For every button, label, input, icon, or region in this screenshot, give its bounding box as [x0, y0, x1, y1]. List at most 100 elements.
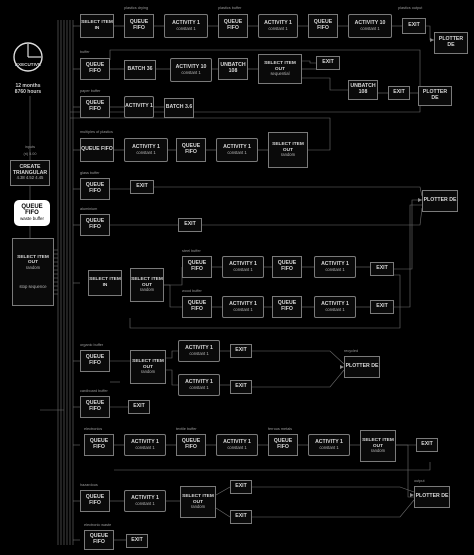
label-top-queue: plastics drying — [124, 6, 149, 10]
wire — [166, 350, 178, 359]
queue-fifo-r11b[interactable]: QUEUE FIFO — [176, 434, 206, 456]
select-out-r9-mode: random — [140, 369, 156, 375]
label-r12: textile buffer — [176, 427, 197, 431]
plotter-r9[interactable]: PLOTTER DE — [344, 356, 380, 378]
batch-r3[interactable]: BATCH 3.6 — [164, 98, 194, 118]
wire — [215, 507, 231, 518]
create-triangular-label: CREATE TRIANGULAR — [12, 164, 48, 176]
executive-duration: 12 months — [15, 83, 41, 89]
exit-r8[interactable]: EXIT — [370, 300, 394, 314]
select-item-in-r7[interactable]: SELECT ITEM IN — [88, 270, 122, 296]
inputs-note: inputs — [24, 145, 36, 149]
queue-fifo-r11c[interactable]: QUEUE FIFO — [268, 434, 298, 456]
exit-r2[interactable]: EXIT — [316, 56, 340, 70]
exit-r10[interactable]: EXIT — [128, 400, 150, 414]
unbatch-r2b[interactable]: UNBATCH 108 — [348, 80, 378, 100]
main-select-title: SELECT ITEM OUT — [17, 254, 49, 266]
queue-fifo-r4a[interactable]: QUEUE FIFO — [80, 138, 114, 162]
activity-r3[interactable]: ACTIVITY 1 — [124, 96, 154, 118]
queue-fifo-r10[interactable]: QUEUE FIFO — [80, 396, 110, 418]
queue-fifo-r2a[interactable]: QUEUE FIFO — [80, 58, 110, 80]
queue-fifo-r1c[interactable]: QUEUE FIFO — [308, 14, 338, 38]
queue-fifo-r8a[interactable]: QUEUE FIFO — [182, 296, 212, 318]
activity-r7a-label: ACTIVITY 1 — [229, 260, 257, 267]
plotter-mid[interactable]: PLOTTER DE — [422, 190, 458, 212]
plotter-r2[interactable]: PLOTTER DE — [418, 86, 452, 106]
batch-r2[interactable]: BATCH 36 — [124, 60, 156, 80]
queue-fifo-r9[interactable]: QUEUE FIFO — [80, 350, 110, 372]
activity-r2-sub: constant 1 — [181, 69, 201, 75]
activity-r11b-label: ACTIVITY 1 — [223, 438, 251, 445]
wire — [164, 267, 183, 286]
select-out-r2-mode: sequential — [270, 71, 290, 77]
create-triangular-block[interactable]: CREATE TRIANGULAR 4.38 4.52 4.45 — [10, 160, 50, 186]
activity-r8a-label: ACTIVITY 1 — [229, 300, 257, 307]
label-recycled: recycled — [344, 349, 359, 353]
queue-fifo-r7a[interactable]: QUEUE FIFO — [182, 256, 212, 278]
plotter-top[interactable]: PLOTTER DE — [434, 32, 468, 54]
label-r11: electronics — [84, 427, 103, 431]
exit-r12a[interactable]: EXIT — [230, 480, 252, 494]
exit-r2b[interactable]: EXIT — [388, 86, 410, 100]
label-r2: buffer — [80, 50, 90, 54]
exit-r1[interactable]: EXIT — [402, 18, 426, 34]
wire — [129, 274, 401, 329]
exit-r13[interactable]: EXIT — [126, 534, 148, 548]
select-item-in-r1[interactable]: SELECT ITEM IN — [80, 14, 114, 38]
exit-r6[interactable]: EXIT — [178, 218, 202, 232]
label-r4: multiples of plastics — [80, 130, 113, 134]
select-out-r11-label: SELECT ITEM OUT — [362, 438, 394, 449]
queue-fifo-r4b[interactable]: QUEUE FIFO — [176, 138, 206, 162]
queue-fifo-r3[interactable]: QUEUE FIFO — [80, 96, 110, 118]
exit-r11[interactable]: EXIT — [416, 438, 438, 452]
exit-r12b[interactable]: EXIT — [230, 510, 252, 524]
triangular-rate-note: (ri) 5.00 — [23, 152, 37, 156]
activity-r1b-sub: constant 1 — [268, 25, 288, 31]
main-select-item-out[interactable]: SELECT ITEM OUT random stop sequence — [12, 238, 54, 306]
queue-fifo-r1b[interactable]: QUEUE FIFO — [218, 14, 248, 38]
exit-r7[interactable]: EXIT — [370, 262, 394, 276]
selected-waste-queue[interactable]: QUEUE FIFO waste buffer — [14, 200, 50, 226]
unbatch-r2[interactable]: UNBATCH 108 — [218, 58, 248, 80]
queue-fifo-r6[interactable]: QUEUE FIFO — [80, 214, 110, 236]
queue-fifo-r7b[interactable]: QUEUE FIFO — [272, 256, 302, 278]
wire-arrow — [340, 365, 344, 369]
queue-fifo-r12[interactable]: QUEUE FIFO — [80, 490, 110, 512]
exit-r5[interactable]: EXIT — [130, 180, 154, 194]
plotter-bottom[interactable]: PLOTTER DE — [414, 486, 450, 508]
exit-r9b[interactable]: EXIT — [230, 380, 252, 394]
label-r9: organic buffer — [80, 343, 104, 347]
queue-fifo-r11a[interactable]: QUEUE FIFO — [84, 434, 114, 456]
wire-arrow — [430, 38, 434, 42]
queue-fifo-r8b[interactable]: QUEUE FIFO — [272, 296, 302, 318]
activity-r4b-label: ACTIVITY 1 — [223, 143, 251, 150]
wire — [302, 77, 348, 91]
queue-fifo-r13[interactable]: QUEUE FIFO — [84, 530, 114, 550]
exit-r9a[interactable]: EXIT — [230, 344, 252, 358]
queue-fifo-r5[interactable]: QUEUE FIFO — [80, 178, 110, 200]
activity-r9a-label: ACTIVITY 1 — [185, 344, 213, 351]
queue-fifo-r1a[interactable]: QUEUE FIFO — [124, 14, 154, 38]
